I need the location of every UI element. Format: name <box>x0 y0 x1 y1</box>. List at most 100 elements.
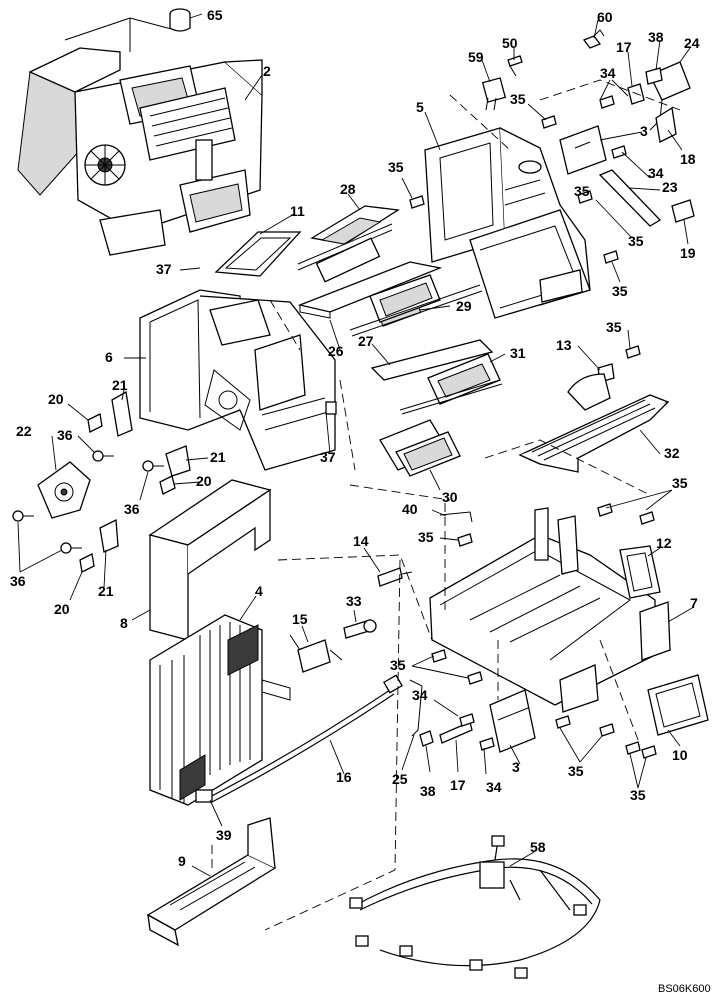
callout-33: 33 <box>346 593 362 609</box>
callout-21: 21 <box>112 377 128 393</box>
callout-20: 20 <box>196 473 212 489</box>
callout-21: 21 <box>210 449 226 465</box>
callout-36: 36 <box>124 501 140 517</box>
leader-lines <box>17 13 693 877</box>
callout-59: 59 <box>468 49 484 65</box>
part-40-bracket <box>439 511 473 523</box>
callout-2: 2 <box>263 63 271 79</box>
part-26-29-dampers <box>297 261 483 337</box>
part-8-insulation-cover <box>148 479 272 641</box>
callout-35: 35 <box>568 763 584 779</box>
part-19-knob <box>671 199 695 223</box>
part-36-screw-lower <box>60 542 82 554</box>
part-60-clip <box>582 29 605 49</box>
callout-21: 21 <box>98 583 114 599</box>
part-4-evaporator <box>149 614 291 806</box>
callout-3: 3 <box>512 759 520 775</box>
callout-32: 32 <box>664 445 680 461</box>
part-25-rod <box>409 679 423 737</box>
part-12-seal <box>619 545 661 599</box>
callout-40: 40 <box>402 501 418 517</box>
part-33-bolt <box>343 619 377 639</box>
callout-23: 23 <box>662 179 678 195</box>
callout-37: 37 <box>156 261 172 277</box>
part-20-cap-upper <box>87 413 103 433</box>
callout-50: 50 <box>502 35 518 51</box>
callout-5: 5 <box>416 99 424 115</box>
part-11-filter-frame <box>214 231 302 277</box>
drawing-code: BS06K600 <box>658 983 711 995</box>
callout-35: 35 <box>606 319 622 335</box>
callout-36: 36 <box>10 573 26 589</box>
part-20-cap-mid <box>159 475 176 495</box>
callout-38: 38 <box>648 29 664 45</box>
callout-16: 16 <box>336 769 352 785</box>
part-20-cap-lower <box>79 553 95 573</box>
part-58-wire-harness <box>349 835 601 979</box>
part-65-cap <box>169 8 191 32</box>
callout-18: 18 <box>680 151 696 167</box>
callout-3: 3 <box>640 123 648 139</box>
part-36-screw-mid <box>142 460 164 472</box>
callout-60: 60 <box>597 9 613 25</box>
part-50-screw <box>507 55 523 77</box>
part-18-lever <box>655 106 677 143</box>
part-5-upper-case <box>424 127 591 319</box>
callout-34: 34 <box>648 165 664 181</box>
callout-4: 4 <box>255 583 263 599</box>
part-17-38-clips <box>627 67 663 105</box>
callout-24: 24 <box>684 35 700 51</box>
callout-15: 15 <box>292 611 308 627</box>
callout-58: 58 <box>530 839 546 855</box>
callout-31: 31 <box>510 345 526 361</box>
callout-20: 20 <box>54 601 70 617</box>
callout-6: 6 <box>105 349 113 365</box>
callout-19: 19 <box>680 245 696 261</box>
callout-17: 17 <box>450 777 466 793</box>
callout-9: 9 <box>178 853 186 869</box>
callout-35: 35 <box>418 529 434 545</box>
callout-35: 35 <box>510 91 526 107</box>
callout-34: 34 <box>600 65 616 81</box>
callout-25: 25 <box>392 771 408 787</box>
callout-38: 38 <box>420 783 436 799</box>
part-28-damper <box>297 205 400 283</box>
callout-35: 35 <box>390 657 406 673</box>
callout-10: 10 <box>672 747 688 763</box>
part-21-lever-mid <box>165 445 191 477</box>
part-7-lower-case <box>429 507 671 713</box>
callout-28: 28 <box>340 181 356 197</box>
part-27-31-dampers <box>370 339 503 415</box>
callout-65: 65 <box>207 7 223 23</box>
callout-35: 35 <box>388 159 404 175</box>
assembly-dashed-lines <box>211 79 681 931</box>
part-59-relay <box>481 77 507 111</box>
callout-7: 7 <box>690 595 698 611</box>
callout-8: 8 <box>120 615 128 631</box>
part-30-damper <box>379 419 461 477</box>
callout-14: 14 <box>353 533 369 549</box>
callout-34: 34 <box>486 779 502 795</box>
callout-35: 35 <box>612 283 628 299</box>
part-14-sensor <box>377 567 413 587</box>
part-38-17-clips-lower <box>419 721 473 747</box>
callout-13: 13 <box>556 337 572 353</box>
callout-35: 35 <box>672 475 688 491</box>
part-9-drain-pan <box>146 817 277 947</box>
callout-27: 27 <box>358 333 374 349</box>
part-36-screw-left <box>12 510 34 522</box>
callout-20: 20 <box>48 391 64 407</box>
callout-29: 29 <box>456 298 472 314</box>
callout-34: 34 <box>412 687 428 703</box>
part-21-lever-upper <box>111 390 133 437</box>
part-3-actuator-upper <box>559 125 607 175</box>
part-2-heater-unit-assembly <box>17 17 263 256</box>
callout-36: 36 <box>57 427 73 443</box>
callout-26: 26 <box>328 343 344 359</box>
part-32-heater-core <box>518 373 670 473</box>
callout-17: 17 <box>616 39 632 55</box>
part-3-actuator-lower <box>489 689 536 753</box>
part-23-rod <box>598 169 662 227</box>
part-16-39-wiring <box>195 674 403 803</box>
